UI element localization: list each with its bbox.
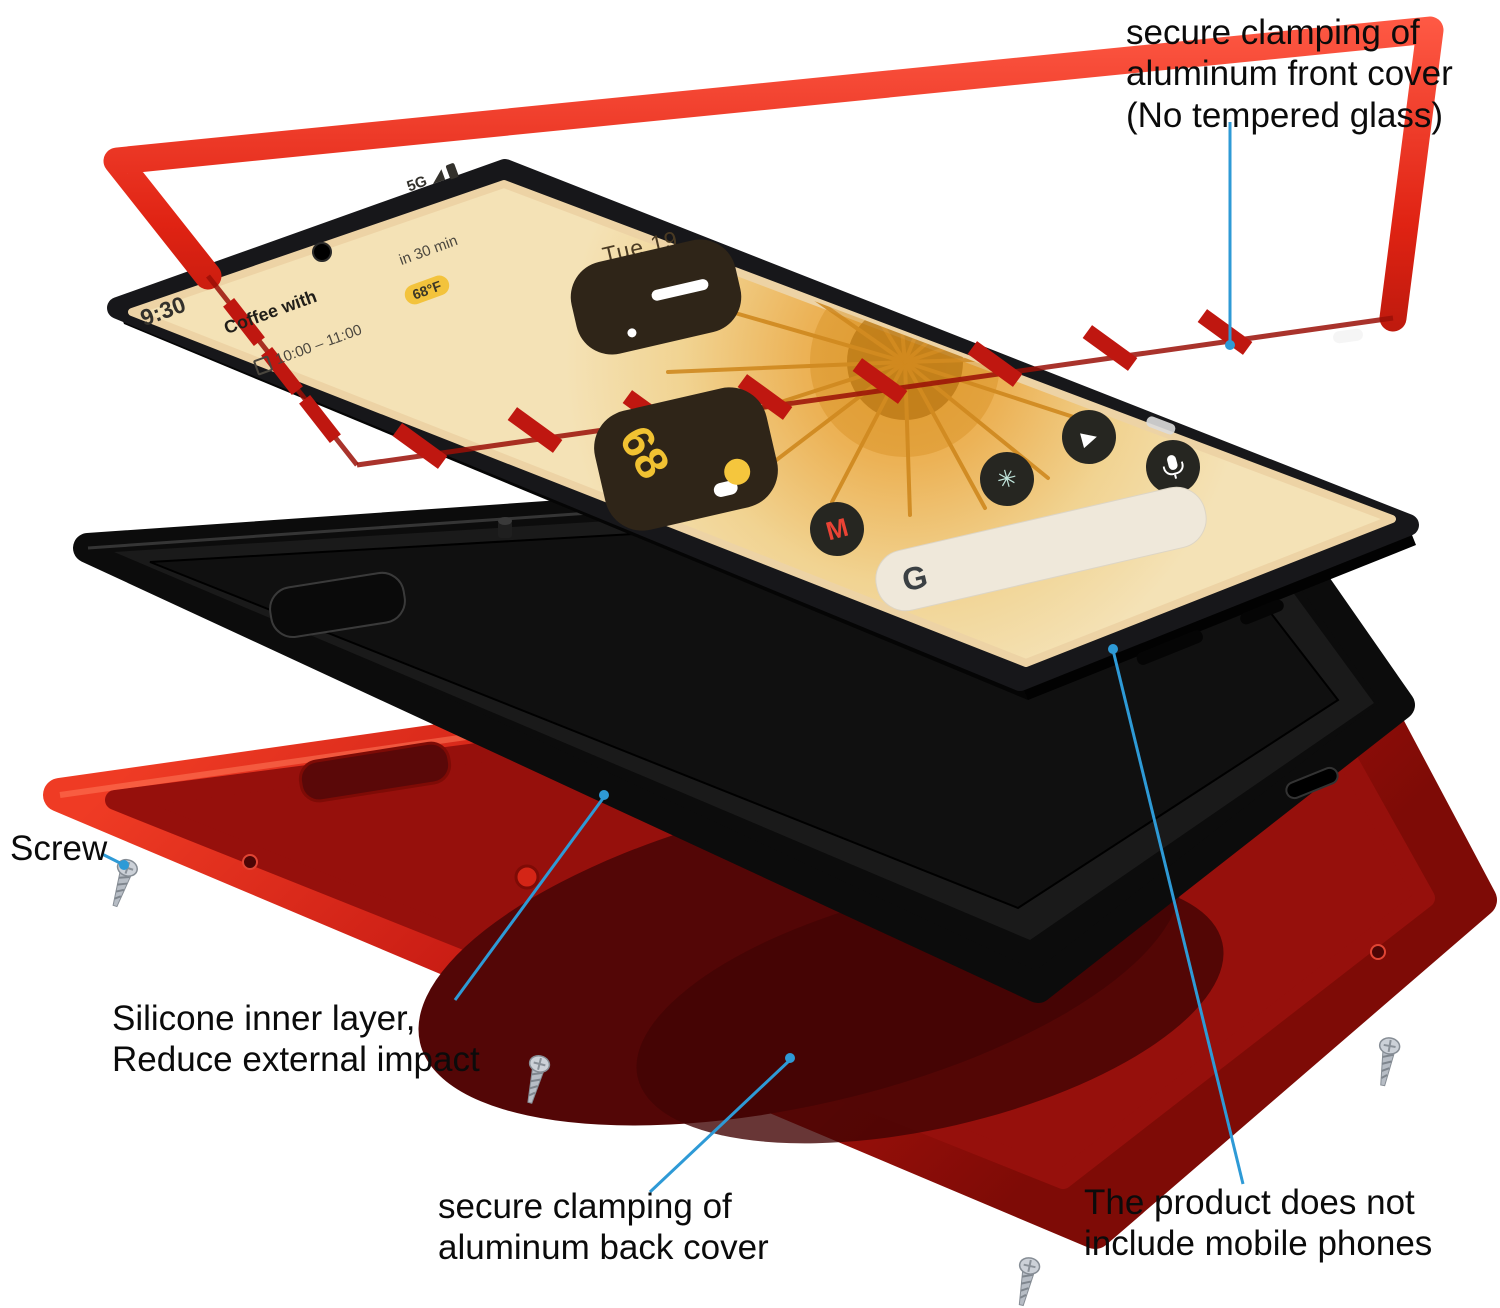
callouts [101,122,1245,1194]
aluminum-front-frame [103,16,1444,469]
annotation-line: Screw [10,829,108,868]
silicone-peg [498,517,512,538]
callout-line-silicone [453,796,606,1001]
silicone-camera-cutout [269,571,406,639]
annotation-front-cover: secure clamping of aluminum front cover … [1126,12,1453,136]
weather-temp: 68 [609,416,681,488]
gmail-m-icon: M [822,511,852,546]
phone-side-button [1240,599,1284,625]
clock-dot-icon [626,327,638,339]
callout-line-back-cover [648,1058,792,1194]
google-g-icon: G [898,557,931,598]
back-screw-post [514,864,540,890]
annotation-line: aluminum front cover [1126,54,1453,94]
annotation-line: (No tempered glass) [1126,95,1444,135]
annotation-silicone: Silicone inner layer, Reduce external im… [112,998,480,1081]
phone-side-button [1136,630,1203,665]
play-icon: ▶ [1078,424,1100,451]
front-camera-icon [312,242,332,262]
annotation-line: Reduce external impact [112,1040,480,1080]
frame-port-slot [1333,328,1363,344]
silicone-port-cutout [1285,766,1339,800]
annotation-back-cover: secure clamping of aluminum back cover [438,1186,769,1269]
annotation-no-phone: The product does not include mobile phon… [1084,1182,1432,1265]
mic-stem-icon [1174,474,1178,479]
back-camera-slot [298,741,452,803]
annotation-line: include mobile phones [1084,1224,1433,1264]
callout-line-screw [101,852,123,866]
back-screw-hole [1370,944,1386,960]
annotation-line: secure clamping of [438,1187,732,1226]
back-screw-hole [242,854,258,870]
signal-icon [429,169,446,185]
clock-hand-icon [650,278,710,302]
sim-tray [1146,416,1176,435]
annotation-line: Silicone inner layer, [112,999,416,1038]
callout-line-phone [1111,649,1245,1185]
asterisk-icon: ✳ [993,463,1021,495]
annotation-screw: Screw [10,828,107,869]
annotation-line: secure clamping of [1126,13,1420,52]
screw [1371,1035,1402,1089]
annotation-line: aluminum back cover [438,1228,769,1268]
annotation-line: The product does not [1084,1183,1415,1222]
screw [1010,1255,1043,1308]
